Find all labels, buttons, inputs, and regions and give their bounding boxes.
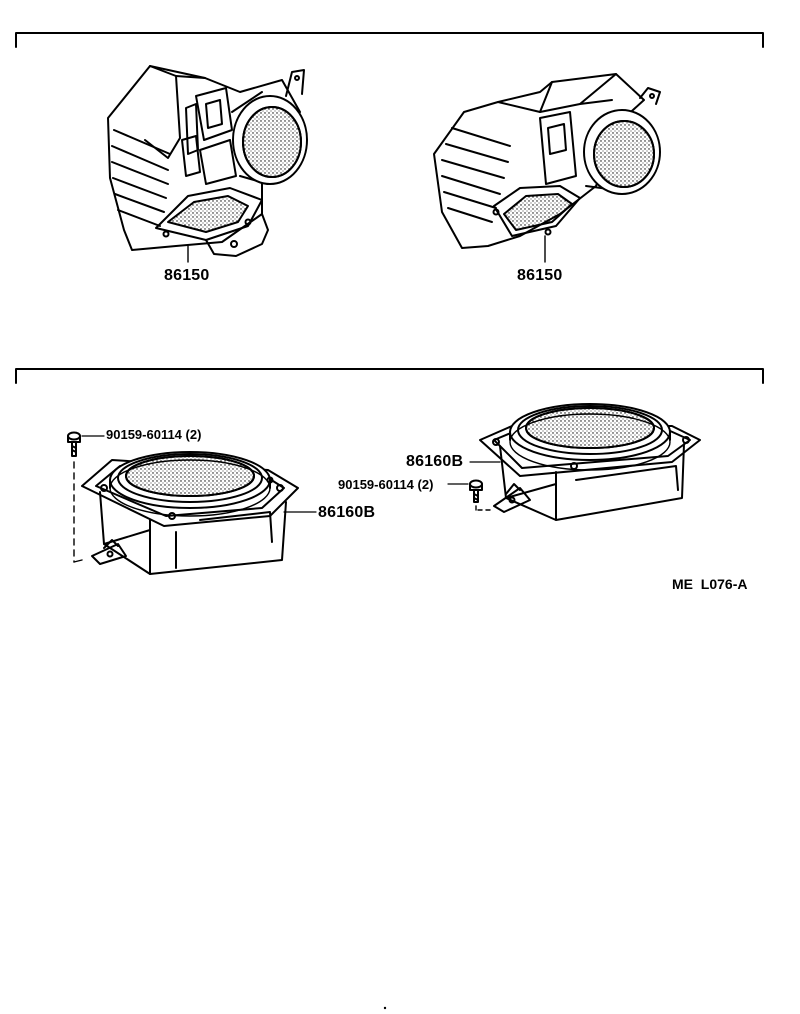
screw-label-left: 90159-60114 (2) <box>106 427 202 442</box>
speaker-86160b-right <box>447 403 701 521</box>
section-frame-top <box>15 32 764 48</box>
part-number-bottom-right: 86160B <box>406 453 464 470</box>
screw-icon <box>469 479 483 503</box>
speaker-assembly-86150-right <box>433 73 661 263</box>
part-number-top-right: 86150 <box>517 267 563 284</box>
speaker-86160b-left <box>67 431 317 575</box>
screw-label-right: 90159-60114 (2) <box>338 477 434 492</box>
part-number-bottom-left: 86160B <box>318 504 376 521</box>
figure-code: ME L076-A <box>672 576 748 592</box>
speaker-assembly-86150-left <box>107 65 308 263</box>
section-frame-bottom <box>15 368 764 384</box>
part-number-top-left: 86150 <box>164 267 210 284</box>
screw-icon <box>67 431 81 457</box>
